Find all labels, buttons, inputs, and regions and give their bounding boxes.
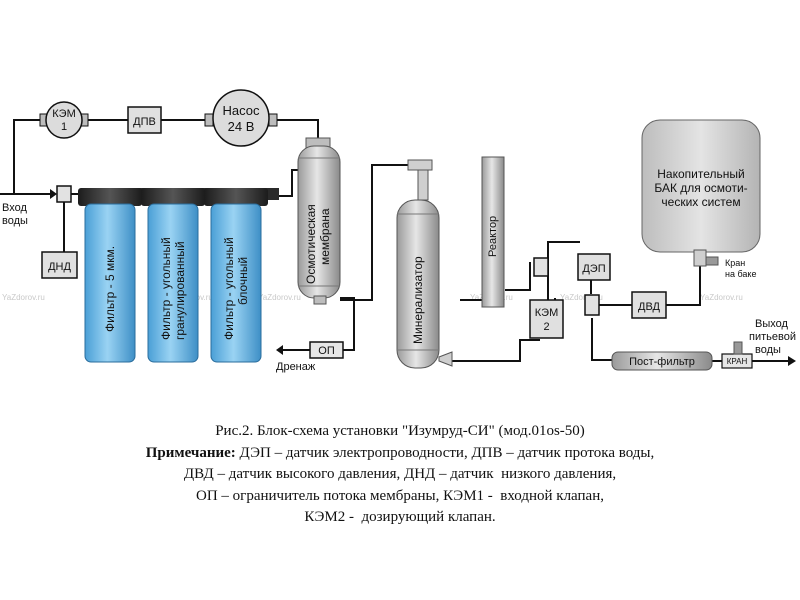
inlet-tee [56, 185, 72, 203]
caption-note-line-2: ДВД – датчик высокого давления, ДНД – да… [183, 466, 617, 482]
faucet-handle-icon [733, 341, 743, 355]
figure-caption: Рис.2. Блок-схема установки "Изумруд-СИ"… [0, 421, 800, 529]
water-inlet: Вход воды [0, 185, 98, 252]
reactor: Реактор [481, 156, 505, 308]
caption-title: Рис.2. Блок-схема установки "Изумруд-СИ"… [215, 423, 585, 439]
svg-text:Накопительный: Накопительный [657, 167, 744, 181]
flow-arrow-icon [50, 189, 57, 199]
svg-text:Фильтр - угольный: Фильтр - угольный [159, 237, 173, 340]
svg-text:ДПВ: ДПВ [133, 116, 156, 128]
svg-text:Осмотическая: Осмотическая [304, 204, 318, 284]
svg-text:24 В: 24 В [228, 119, 255, 134]
drain-label: Дренаж [276, 361, 316, 373]
filter-5-micron: Фильтр - 5 мкм. [78, 188, 142, 363]
outlet-label: питьевой [749, 331, 796, 343]
caption-note-line-3: ОП – ограничитель потока мембраны, КЭМ1 … [196, 487, 604, 504]
svg-text:YaZdorov.ru: YaZdorov.ru [560, 293, 603, 302]
tee-fitting [584, 294, 600, 316]
svg-text:YaZdorov.ru: YaZdorov.ru [2, 293, 45, 302]
svg-text:ческих систем: ческих систем [661, 195, 740, 209]
svg-text:ДНД: ДНД [48, 261, 71, 273]
svg-text:ДВД: ДВД [638, 301, 661, 313]
svg-text:гранулированный: гранулированный [173, 241, 187, 340]
svg-text:1: 1 [61, 121, 67, 133]
svg-text:YaZdorov.ru: YaZdorov.ru [258, 293, 301, 302]
svg-text:блочный: блочный [236, 257, 250, 305]
outlet-label: Выход [755, 318, 788, 330]
svg-text:Фильтр - угольный: Фильтр - угольный [222, 237, 236, 340]
svg-text:воды: воды [2, 215, 28, 227]
pump-24v: Насос 24 В [204, 89, 278, 147]
svg-text:Вход: Вход [2, 202, 27, 214]
caption-note-line-1: Примечание: ДЭП – датчик электропроводно… [145, 444, 655, 461]
dnd-sensor: ДНД [41, 251, 78, 279]
svg-text:Пост-фильтр: Пост-фильтр [629, 356, 695, 368]
mineralizer: Минерализатор [396, 159, 453, 369]
dep-sensor: ДЭП [577, 253, 611, 281]
flow-arrow-icon [788, 356, 796, 366]
svg-text:КРАН: КРАН [727, 357, 748, 366]
drinking-faucet: КРАН [721, 341, 796, 369]
svg-text:ДЭП: ДЭП [582, 263, 605, 275]
note-label: Примечание: [145, 444, 236, 461]
svg-text:Фильтр - 5 мкм.: Фильтр - 5 мкм. [103, 246, 117, 332]
svg-text:Минерализатор: Минерализатор [411, 256, 425, 344]
water-system-diagram: YaZdorov.ru YaZdorov.ru YaZdorov.ru YaZd… [0, 89, 796, 373]
svg-text:ОП: ОП [318, 345, 335, 357]
dvd-sensor: ДВД [631, 291, 667, 319]
flow-arrow-icon [276, 345, 283, 355]
filter-carbon-granular: Фильтр - угольный гранулированный [141, 188, 205, 363]
kem2-valve: КЭМ 2 [529, 299, 564, 339]
svg-text:Насос: Насос [223, 103, 260, 118]
osmotic-membrane: Осмотическая мембрана [297, 137, 341, 305]
outlet-label: воды [755, 344, 781, 356]
tank-valve-icon [705, 256, 719, 266]
kem1-valve: КЭМ 1 [39, 101, 89, 139]
tank-valve-label: на баке [725, 269, 756, 279]
storage-tank: Накопительный БАК для осмоти- ческих сис… [641, 119, 761, 267]
svg-text:2: 2 [543, 321, 549, 333]
tank-valve-label: Кран [725, 258, 745, 268]
dpv-sensor: ДПВ [127, 106, 162, 134]
svg-text:КЭМ: КЭМ [535, 307, 558, 319]
flow-restrictor-op: ОП [276, 341, 344, 359]
caption-note-line-4: КЭМ2 - дозирующий клапан. [304, 509, 496, 525]
svg-text:Реактор: Реактор [487, 216, 499, 257]
filter-carbon-block: Фильтр - угольный блочный [204, 188, 268, 363]
post-filter: Пост-фильтр [611, 351, 713, 371]
svg-text:мембрана: мембрана [318, 208, 332, 265]
tee-fitting [533, 257, 549, 277]
svg-text:БАК для осмоти-: БАК для осмоти- [654, 181, 747, 195]
svg-text:КЭМ: КЭМ [52, 108, 75, 120]
svg-text:YaZdorov.ru: YaZdorov.ru [700, 293, 743, 302]
